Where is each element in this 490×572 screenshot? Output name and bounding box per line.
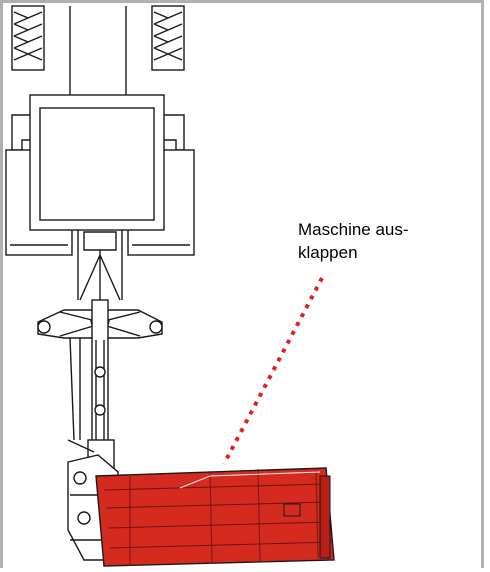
top-link: [79, 250, 121, 301]
annotation-callout: Maschine aus- klappen: [298, 218, 478, 264]
rear-hitch: [77, 230, 123, 300]
cab-roof-inner: [39, 107, 155, 221]
dotted-leader-line: [222, 277, 324, 465]
mower-unit: [95, 467, 335, 567]
right-front-tyre: [151, 5, 185, 71]
annotation-line-1: Maschine aus-: [298, 220, 409, 239]
three-point-hitch: [37, 299, 163, 471]
tractor-cab: [29, 94, 165, 231]
left-front-tyre: [11, 5, 45, 71]
tractor-icon: [5, 5, 195, 301]
annotation-line-2: klappen: [298, 243, 358, 262]
tractor-hood: [69, 6, 127, 95]
